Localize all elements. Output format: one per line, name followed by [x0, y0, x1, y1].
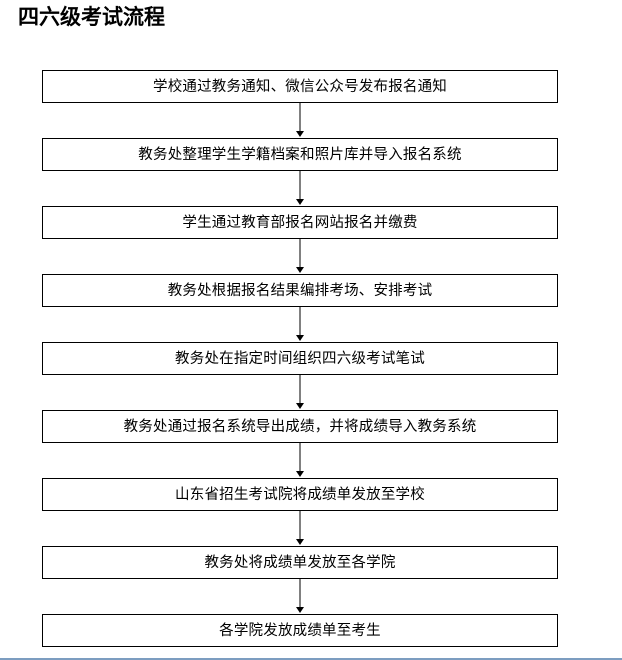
- flow-step-8: 教务处将成绩单发放至各学院: [42, 546, 558, 579]
- flow-box-3[interactable]: 学生通过教育部报名网站报名并缴费: [42, 206, 558, 239]
- down-arrow-icon: [296, 403, 304, 409]
- flow-box-4[interactable]: 教务处根据报名结果编排考场、安排考试: [42, 274, 558, 307]
- flow-box-9[interactable]: 各学院发放成绩单至考生: [42, 614, 558, 647]
- down-arrow-icon: [296, 471, 304, 477]
- flow-step-6: 教务处通过报名系统导出成绩，并将成绩导入教务系统: [42, 410, 558, 443]
- connector-line: [299, 239, 301, 268]
- connector-line: [299, 171, 301, 200]
- flow-box-label-7: 山东省招生考试院将成绩单发放至学校: [175, 486, 425, 503]
- page-title: 四六级考试流程: [18, 5, 165, 29]
- flow-box-label-3: 学生通过教育部报名网站报名并缴费: [182, 214, 418, 231]
- connector-line: [299, 375, 301, 404]
- flow-box-label-5: 教务处在指定时间组织四六级考试笔试: [175, 350, 425, 367]
- flow-box-label-1: 学校通过教务通知、微信公众号发布报名通知: [153, 78, 447, 95]
- connector-line: [299, 511, 301, 540]
- flow-box-7[interactable]: 山东省招生考试院将成绩单发放至学校: [42, 478, 558, 511]
- flow-step-9: 各学院发放成绩单至考生: [42, 614, 558, 647]
- bottom-accent-rule: [0, 658, 622, 660]
- flow-step-3: 学生通过教育部报名网站报名并缴费: [42, 206, 558, 239]
- flow-box-6[interactable]: 教务处通过报名系统导出成绩，并将成绩导入教务系统: [42, 410, 558, 443]
- flowchart-steps-container: 学校通过教务通知、微信公众号发布报名通知 教务处整理学生学籍档案和照片库并导入报…: [42, 70, 558, 647]
- down-arrow-icon: [296, 607, 304, 613]
- connector-line: [299, 579, 301, 608]
- flow-box-label-9: 各学院发放成绩单至考生: [219, 622, 381, 639]
- flow-box-2[interactable]: 教务处整理学生学籍档案和照片库并导入报名系统: [42, 138, 558, 171]
- flow-connector-2-3: [42, 171, 558, 206]
- flow-step-7: 山东省招生考试院将成绩单发放至学校: [42, 478, 558, 511]
- connector-line: [299, 103, 301, 132]
- flow-connector-7-8: [42, 511, 558, 546]
- flow-box-label-8: 教务处将成绩单发放至各学院: [204, 554, 396, 571]
- flow-box-1[interactable]: 学校通过教务通知、微信公众号发布报名通知: [42, 70, 558, 103]
- flow-box-label-6: 教务处通过报名系统导出成绩，并将成绩导入教务系统: [123, 418, 477, 435]
- down-arrow-icon: [296, 267, 304, 273]
- flow-connector-6-7: [42, 443, 558, 478]
- flow-step-5: 教务处在指定时间组织四六级考试笔试: [42, 342, 558, 375]
- flow-connector-8-9: [42, 579, 558, 614]
- flow-box-8[interactable]: 教务处将成绩单发放至各学院: [42, 546, 558, 579]
- flow-step-1: 学校通过教务通知、微信公众号发布报名通知: [42, 70, 558, 103]
- flow-box-label-4: 教务处根据报名结果编排考场、安排考试: [167, 282, 433, 299]
- flow-step-4: 教务处根据报名结果编排考场、安排考试: [42, 274, 558, 307]
- connector-line: [299, 307, 301, 336]
- down-arrow-icon: [296, 539, 304, 545]
- flow-connector-3-4: [42, 239, 558, 274]
- flow-connector-5-6: [42, 375, 558, 410]
- flow-box-5[interactable]: 教务处在指定时间组织四六级考试笔试: [42, 342, 558, 375]
- down-arrow-icon: [296, 131, 304, 137]
- connector-line: [299, 443, 301, 472]
- flow-box-label-2: 教务处整理学生学籍档案和照片库并导入报名系统: [138, 146, 462, 163]
- flow-connector-4-5: [42, 307, 558, 342]
- down-arrow-icon: [296, 335, 304, 341]
- flow-step-2: 教务处整理学生学籍档案和照片库并导入报名系统: [42, 138, 558, 171]
- down-arrow-icon: [296, 199, 304, 205]
- flow-connector-1-2: [42, 103, 558, 138]
